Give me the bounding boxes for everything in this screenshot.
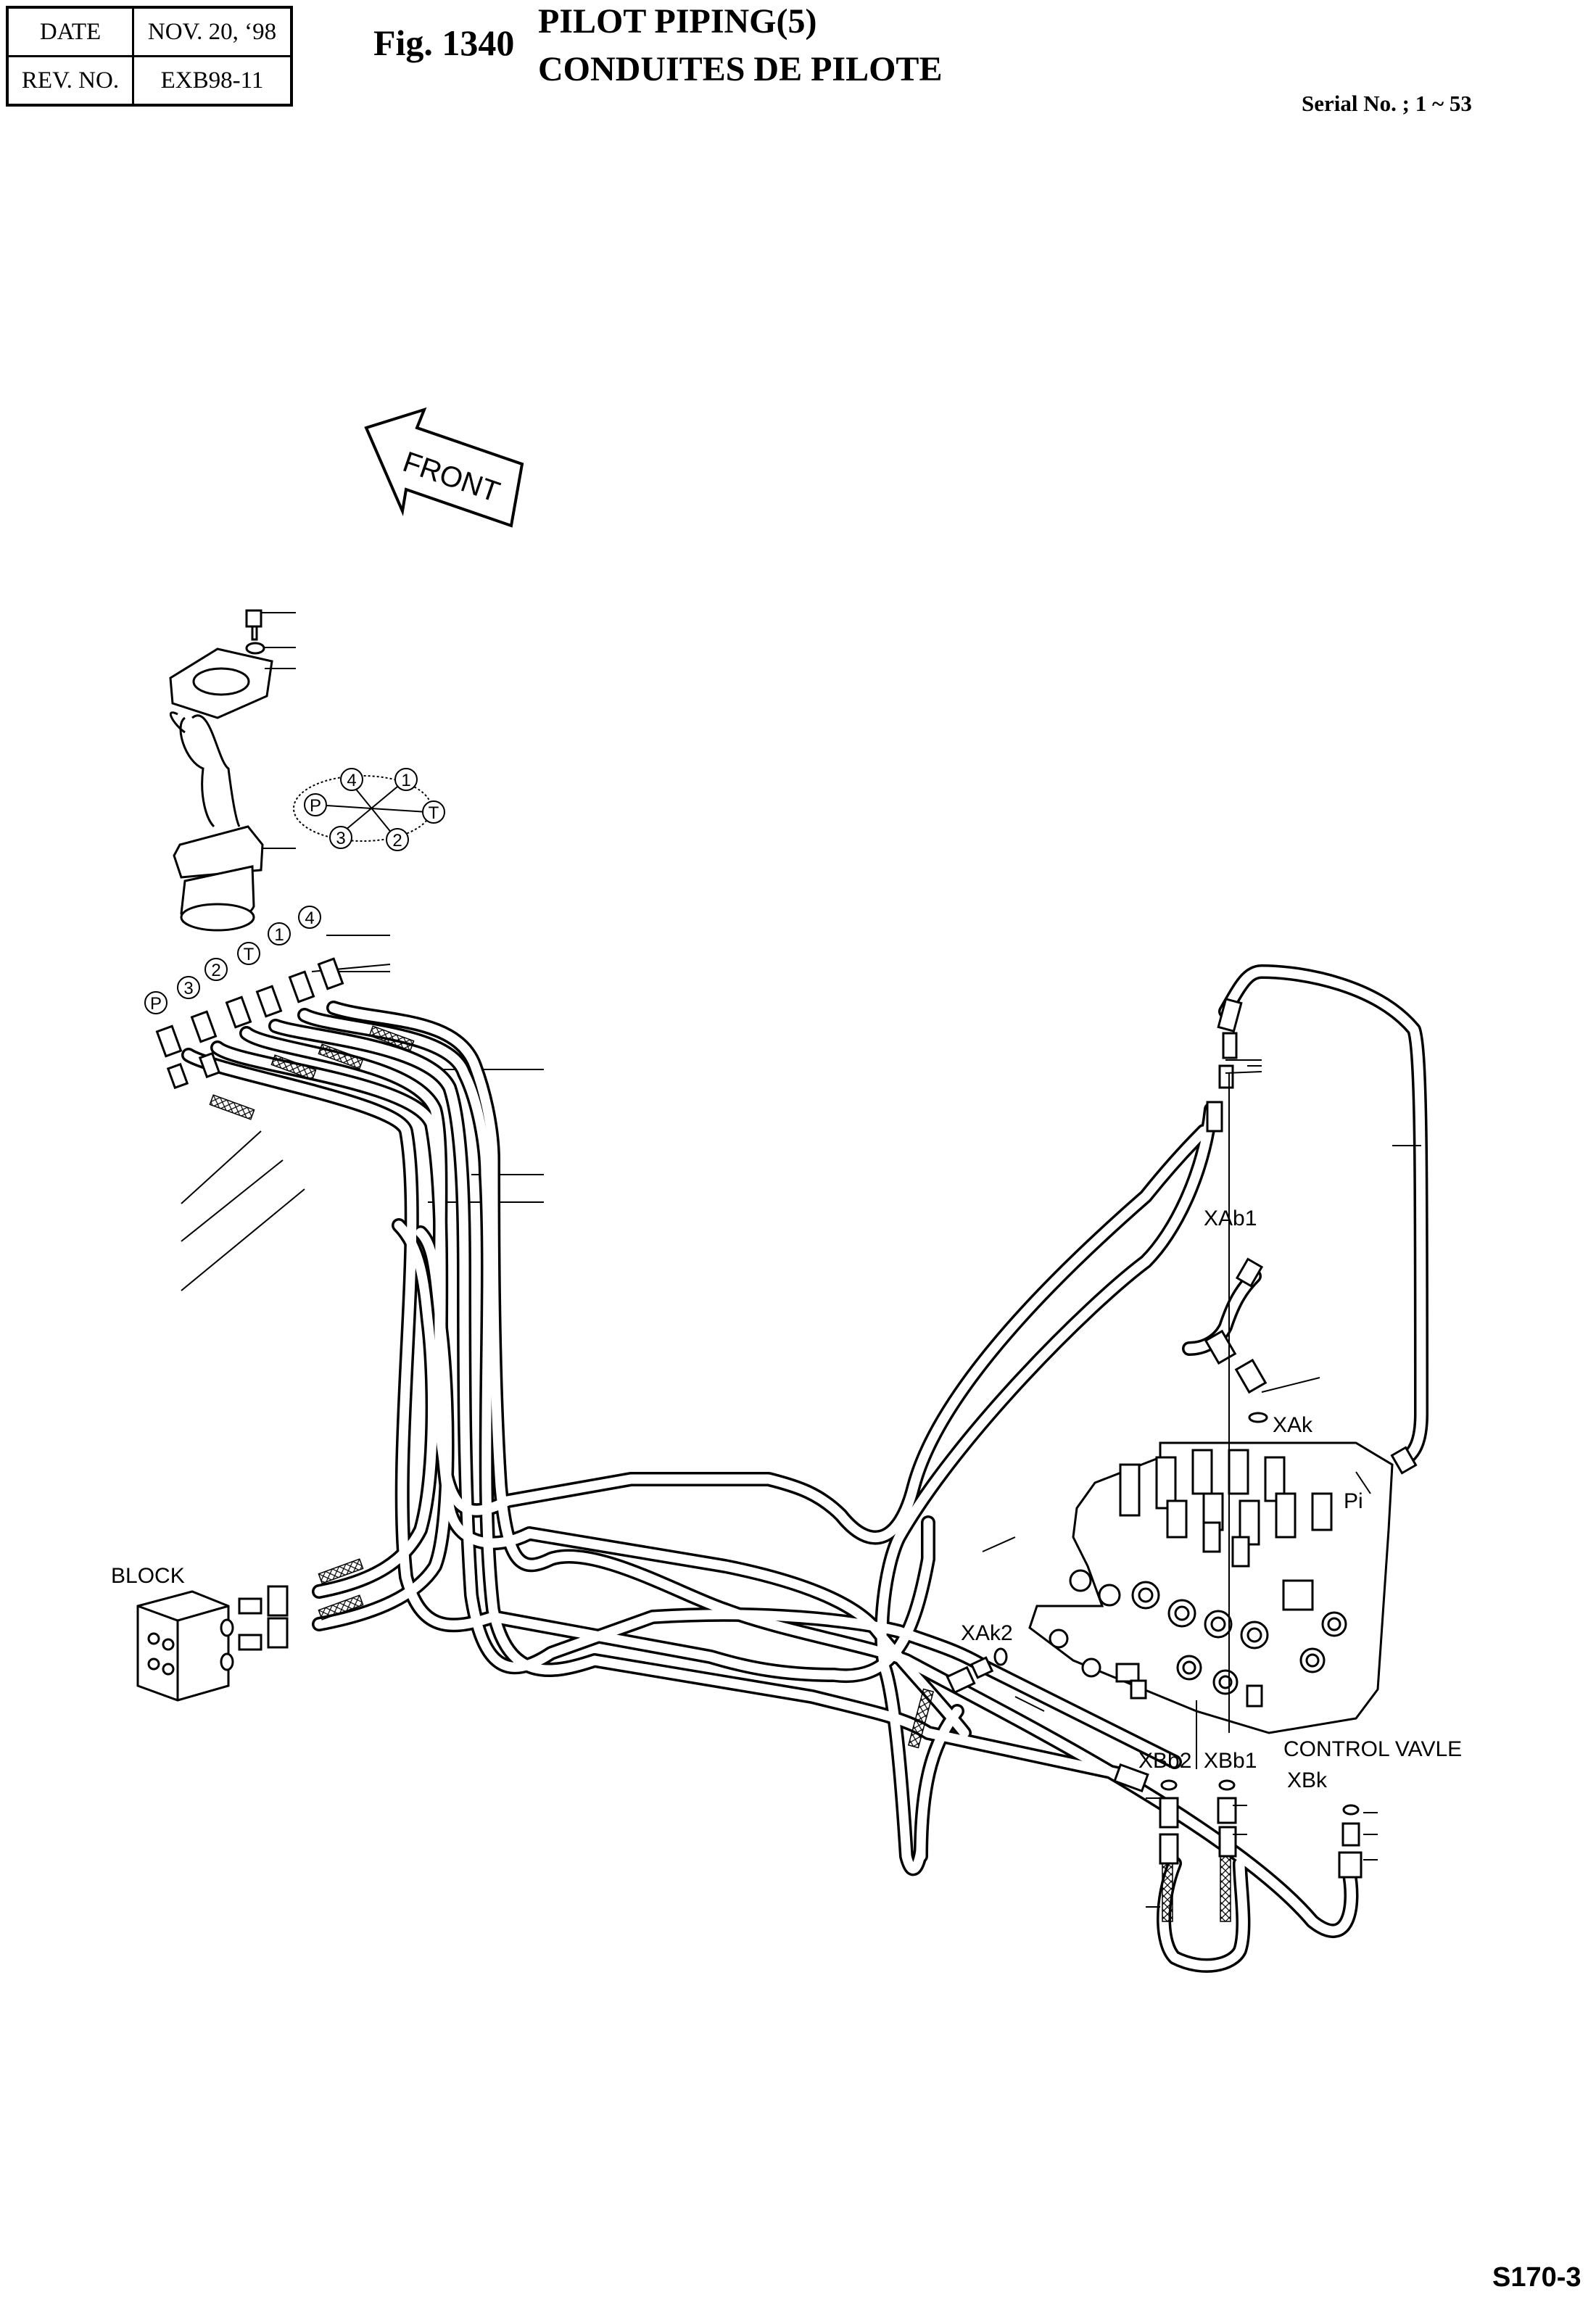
joystick-fittings [155,957,344,1090]
block-label: BLOCK [111,1564,185,1588]
pattern-marker-1: 1 [394,768,418,791]
pattern-marker-p: P [304,793,327,816]
rev-label: REV. NO. [6,55,134,107]
port-label-xbk: XBk [1287,1768,1328,1792]
pattern-marker-3: 3 [329,826,352,849]
svg-text:1: 1 [401,771,410,790]
joystick-assembly [169,609,273,932]
date-label: DATE [6,6,134,57]
svg-text:3: 3 [183,979,193,998]
header-table: DATE NOV. 20, ‘98 REV. NO. EXB98-11 [6,6,293,107]
port-marker-2: 2 [204,958,228,981]
svg-text:2: 2 [392,831,402,850]
port-marker-p: P [144,991,168,1014]
port-marker-4: 4 [298,906,321,929]
front-arrow: FRONT [364,407,524,528]
serial-number: Serial No. ; 1 ~ 53 [1302,91,1472,116]
port-marker-3: 3 [177,976,200,999]
pattern-marker-t: T [422,800,445,824]
port-label-xab1: XAb1 [1204,1207,1257,1230]
svg-text:P: P [310,796,321,816]
port-label-xak: XAk [1273,1413,1313,1437]
rev-value: EXB98-11 [132,55,293,107]
hose-braids [209,1025,1231,1922]
title-french: CONDUITES DE PILOTE [538,50,943,88]
pattern-marker-2: 2 [386,828,409,851]
valve-leaders [982,1059,1421,1908]
svg-text:2: 2 [211,961,220,980]
figure-number: Fig. 1340 [373,22,515,63]
control-valve-label: CONTROL VAVLE [1283,1737,1462,1761]
pilot-hoses [181,964,1428,1973]
joystick-leaders [181,612,544,1291]
port-label-xak2: XAk2 [961,1621,1013,1645]
title-english: PILOT PIPING(5) [538,2,817,41]
port-marker-1: 1 [268,922,291,945]
block-component: BLOCK [111,1564,289,1702]
port-labels: XAb1 XAk Pi XAk2 XBb2 XBb1 XBk CONTROL V… [961,1207,1462,1792]
pilot-line-fittings [946,997,1418,1879]
page-number: S170-3 [1492,2262,1581,2293]
svg-text:T: T [244,945,255,964]
svg-text:4: 4 [347,771,356,790]
pattern-marker-4: 4 [340,768,363,791]
svg-text:4: 4 [305,909,314,928]
port-label-xbb1: XBb1 [1204,1749,1257,1773]
svg-text:1: 1 [274,925,284,945]
pattern-port-markers: 4 1 P T 3 2 [304,768,445,851]
port-marker-t: T [237,942,260,965]
svg-text:3: 3 [336,829,345,848]
svg-text:T: T [429,803,439,823]
svg-text:P: P [150,994,162,1014]
port-label-xbb2: XBb2 [1138,1749,1191,1773]
port-label-pi: Pi [1344,1489,1363,1513]
control-valve-body [1028,1441,1394,1734]
hose-port-markers: P 3 2 T 1 4 [144,906,321,1014]
date-value: NOV. 20, ‘98 [132,6,293,57]
